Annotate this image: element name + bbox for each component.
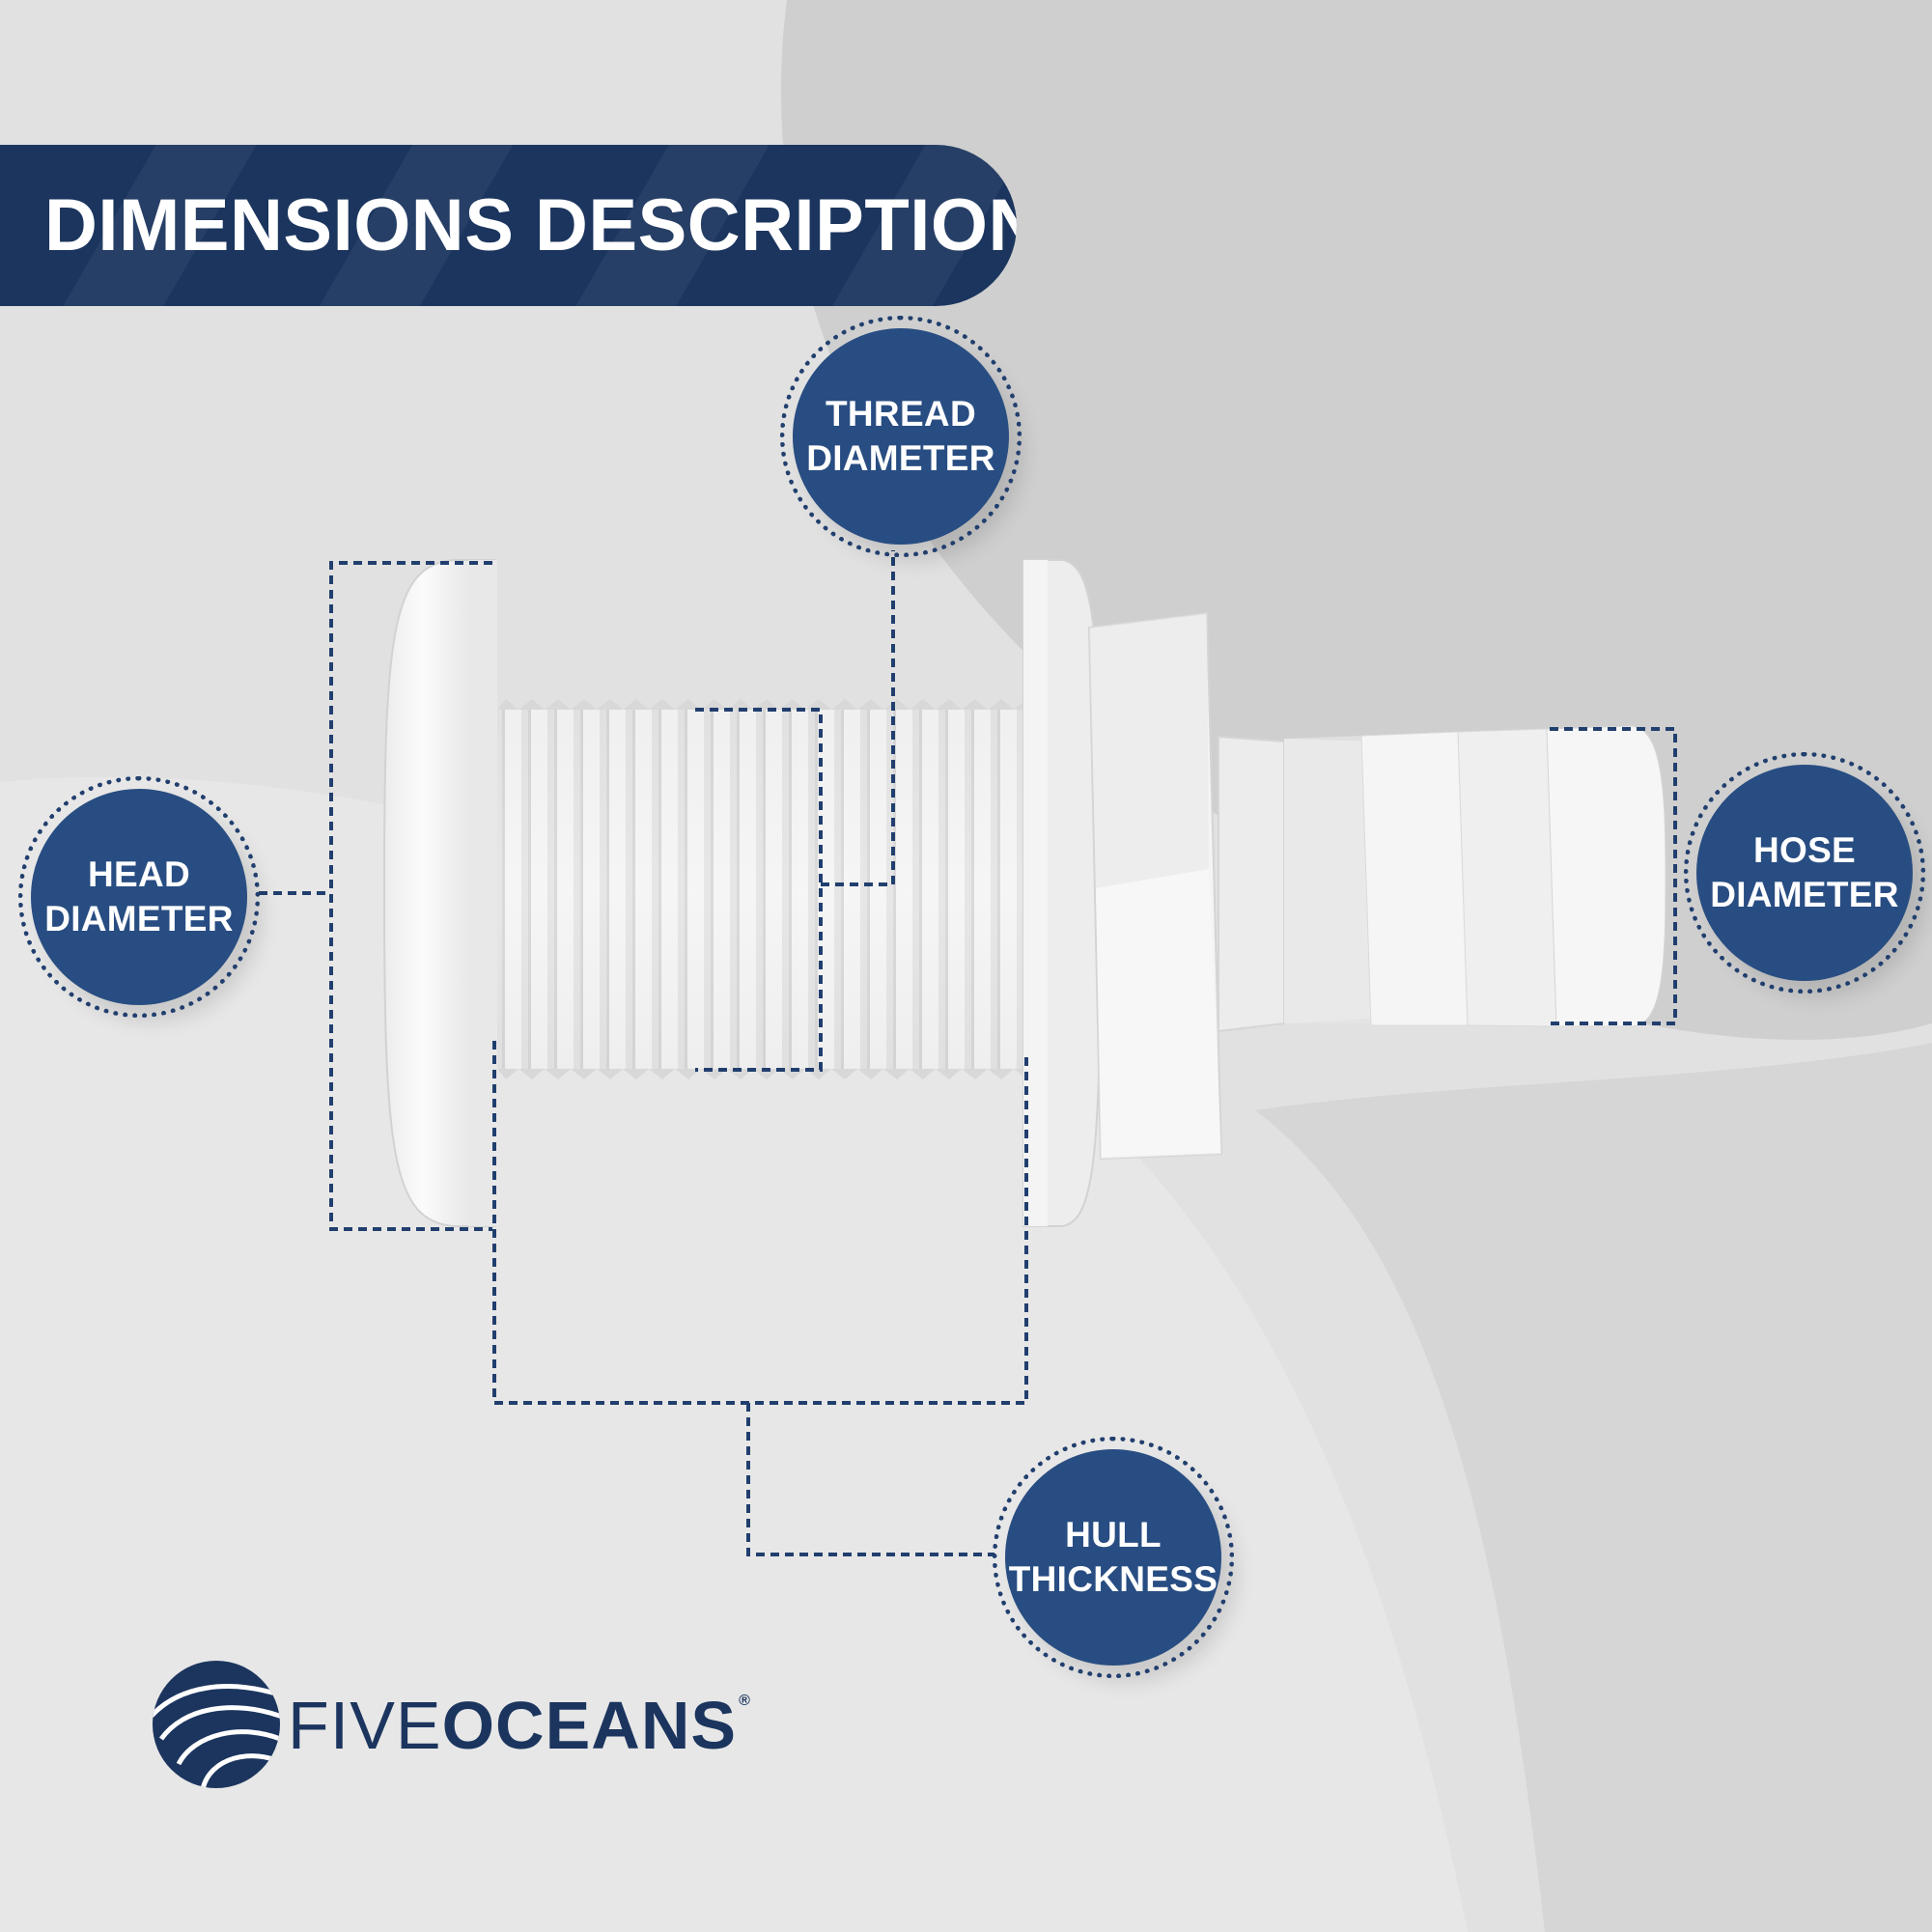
head-badge-line1: HEAD <box>87 854 191 894</box>
thread-leader <box>821 550 895 886</box>
title-banner: DIMENSIONS DESCRIPTION <box>0 145 1017 306</box>
hull-badge-line2: THICKNESS <box>1008 1559 1218 1599</box>
hull-badge-line1: HULL <box>1065 1515 1162 1554</box>
hose-badge-line2: DIAMETER <box>1710 875 1899 914</box>
registered-mark: ® <box>739 1693 751 1709</box>
hull-dimension-bracket <box>492 1041 1028 1405</box>
hose-badge-line1: HOSE <box>1752 830 1857 870</box>
head-badge-line2: DIAMETER <box>44 899 234 938</box>
brand-wordmark: FIVEOCEANS® <box>288 1685 751 1766</box>
head-flange <box>382 559 497 1227</box>
dimension-lines <box>259 550 1677 1556</box>
thread-diameter-badge: THREAD DIAMETER <box>780 316 1022 557</box>
hull-leader <box>746 1403 994 1556</box>
ocean-waves-logo-icon <box>153 1661 280 1788</box>
hose-diameter-badge: HOSE DIAMETER <box>1684 752 1925 994</box>
hose-barb <box>1218 725 1666 1033</box>
brand-name-oceans: OCEANS <box>441 1688 738 1763</box>
thread-badge-line1: THREAD <box>826 394 976 434</box>
nut-block <box>1087 611 1223 1161</box>
thread-dimension-bracket <box>695 708 823 1072</box>
thread-badge-line2: DIAMETER <box>806 438 995 478</box>
head-dimension-bracket <box>329 561 492 1231</box>
hose-dimension-bracket <box>1550 727 1677 1025</box>
brand-name-five: FIVE <box>288 1688 442 1763</box>
hull-thickness-badge: HULL THICKNESS <box>993 1437 1234 1678</box>
threaded-body <box>497 699 1030 1079</box>
head-diameter-badge: HEAD DIAMETER <box>18 776 260 1018</box>
page-title: DIMENSIONS DESCRIPTION <box>44 184 1017 266</box>
